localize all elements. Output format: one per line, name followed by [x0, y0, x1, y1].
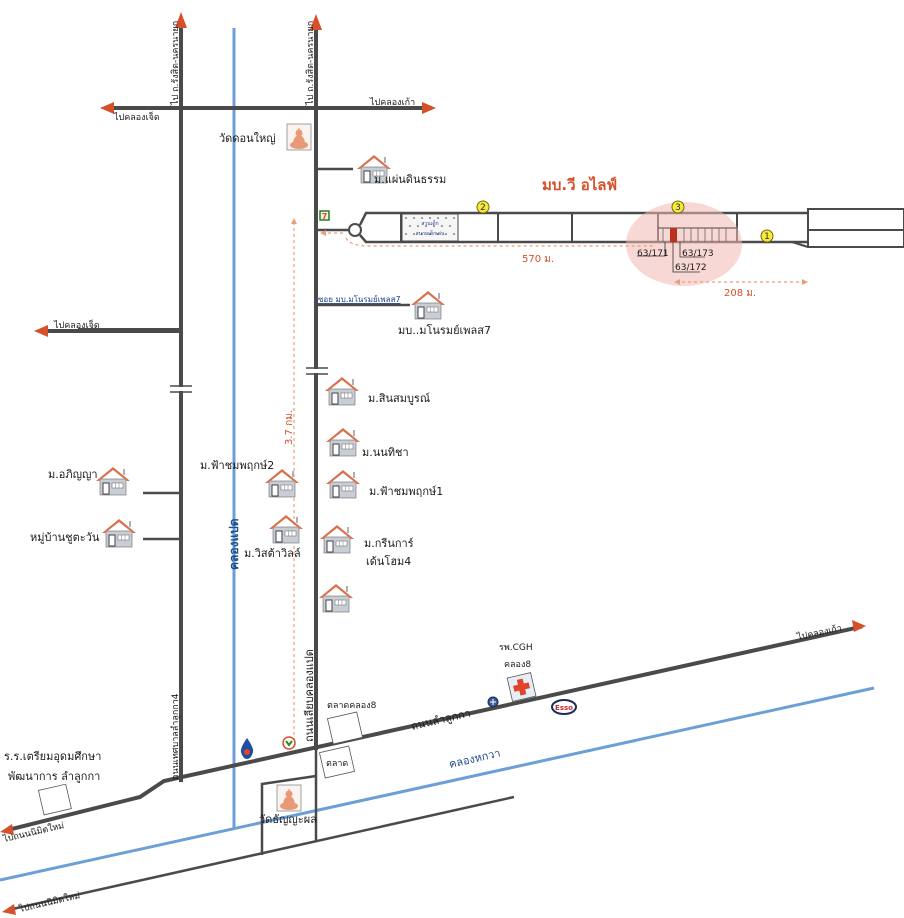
village-label-vista: ม.วิสต้าวิลล์ [244, 547, 301, 560]
svg-text:3: 3 [675, 203, 681, 213]
distance-arrow-3-7km [291, 218, 297, 224]
canal-label-khlong-hok-wa: คลองหกวา [448, 746, 502, 770]
playground-label-1: สวนเด็ก [421, 219, 438, 227]
playground-label-2: สนามเด็กเล่น [416, 229, 445, 237]
plot-row [658, 227, 737, 242]
road-left-north [78, 20, 183, 332]
house-icon-fachom-1 [325, 469, 361, 499]
distance-570-label: 570 ม. [522, 254, 554, 265]
plot-173-leader [679, 242, 705, 258]
direction-label-khlong9-top: ไปคลองเก้า [369, 97, 415, 108]
road-temple-compound [260, 774, 317, 855]
village-label-monrose: มบ..มโนรมย์เพลส7 [398, 323, 491, 337]
buddha-icon-wat-don-yai [286, 123, 312, 151]
direction-label-khlong9-bottom: ไปคลองเก้า [795, 623, 842, 643]
plot-172-leader [672, 242, 700, 273]
svg-text:7: 7 [322, 212, 328, 221]
house-icon-vista [268, 514, 304, 544]
svg-text:1: 1 [764, 232, 770, 242]
village-label-green-1: ม.กรีนการ์ [364, 537, 414, 550]
playground-dots [405, 217, 455, 235]
road-lam-luk-ka [5, 624, 863, 833]
hospital-icon [506, 672, 537, 702]
arrow-west-lamlukka [0, 824, 14, 835]
village-label-green-2: เด้นโฮม4 [366, 554, 411, 568]
plot-171-leader [637, 242, 666, 257]
direction-label-nimit-mai-2: ไปถนนนิมิตใหม่ [17, 890, 81, 915]
svg-text:2: 2 [480, 203, 486, 213]
distance-line-570 [322, 232, 656, 247]
village-label-apinya: ม.อภิญญา [48, 468, 98, 481]
village-label-chutawan: หมู่บ้านชูตะวัน [30, 531, 100, 544]
distance-3-7km-label: 3.7 กม. [284, 410, 295, 445]
road-label-liap-khlong-8: ถนนเลียบคลองแปด [303, 649, 316, 742]
kbank-icon [282, 736, 296, 750]
school-box [37, 783, 72, 816]
target-highlight [626, 202, 742, 286]
house-icon-sinsombun [324, 376, 360, 406]
marker-1: 1 [760, 229, 774, 243]
marker-3: 3 [671, 200, 685, 214]
house-icon-nonticha [325, 427, 361, 457]
arrow-west-mid [34, 325, 48, 337]
canal-khlong-hok-wa [0, 686, 875, 882]
market-khlong-8-label: ตลาดคลอง8 [327, 701, 377, 711]
plot-171-label: 63/171 [637, 249, 669, 259]
village-label-paendin: ม.แผ่นดินธรรม [374, 173, 446, 186]
market-box [318, 745, 356, 779]
direction-label-rangsit-right: ไป ถ.รังสิต-นครนายก [305, 21, 316, 106]
buddha-icon-wat-thanyaphon [276, 784, 302, 812]
village-label-sinsombun: ม.สินสมบูรณ์ [368, 392, 430, 405]
house-icon-green [319, 524, 355, 554]
school-label-1: ร.ร.เตรียมอุดมศึกษา [4, 750, 101, 763]
plot-173-label: 63/173 [682, 249, 714, 259]
direction-label-khlong7-mid: ไปคลองเจ็ด [53, 318, 100, 331]
school-label-2: พัฒนาการ ลำลูกกา [8, 770, 100, 783]
arrow-west-bottom [2, 904, 16, 915]
target-plot [670, 228, 677, 242]
house-icon-chutawan [101, 518, 137, 548]
market-label: ตลาด [326, 759, 348, 769]
market-khlong-8-box [326, 711, 364, 745]
village-label-fachom-1: ม.ฟ้าชมพฤกษ์1 [369, 485, 443, 498]
svg-text:Esso: Esso [555, 704, 573, 712]
estate-end-block [791, 208, 904, 248]
ptt-gas-station-icon [240, 738, 254, 759]
roundabout [348, 223, 362, 237]
village-label-fachom-2: ม.ฟ้าชมพฤกษ์2 [200, 459, 274, 472]
bank-icon [487, 696, 499, 708]
road-label-lam-luk-ka: ถนนลำลูกกา [410, 707, 472, 733]
distance-arrow-208-right [802, 279, 808, 285]
estate-title: มบ.วี อไลฟ์ [542, 175, 617, 194]
distance-arrow-208-left [674, 279, 680, 285]
marker-2: 2 [476, 200, 490, 214]
arrow-east-bottom [852, 620, 866, 632]
arrow-west-top [100, 102, 114, 114]
canal-label-khlong-8: คลองแปด [227, 518, 241, 570]
wat-thanyaphon-label: วัดธัญญะผล [259, 813, 317, 826]
road-break-left [170, 385, 192, 393]
road-break-right [306, 367, 328, 375]
hospital-label-1: รพ.CGH [499, 643, 533, 653]
house-icon-unnamed [318, 583, 354, 613]
arrow-north-left [175, 12, 187, 28]
arrow-east-top [422, 102, 436, 114]
distance-arrow-570 [320, 230, 326, 236]
direction-label-rangsit-left: ไป ถ.รังสิต-นครนายก [170, 21, 181, 106]
village-label-nonticha: ม.นนทิชา [362, 446, 409, 459]
esso-logo-icon: Esso [551, 699, 577, 715]
hospital-label-2: คลอง8 [504, 660, 531, 670]
plot-172-label: 63/172 [675, 263, 707, 273]
direction-label-khlong7-top: ไปคลองเจ็ด [113, 110, 160, 123]
road-label-thetsaban-4: ถนนเทศบาลลำลูกกา4 [170, 693, 181, 780]
house-icon-monrose [410, 290, 446, 320]
house-icon-apinya [95, 466, 131, 496]
seven-eleven-icon: 7 [319, 210, 330, 221]
house-icon-fachom-2 [264, 468, 300, 498]
distance-208-label: 208 ม. [724, 288, 756, 299]
soi-monrose-label: ซอย มบ.มโนรมย์เพลส7 [318, 294, 401, 304]
arrow-north-right [310, 14, 322, 30]
wat-don-yai-label: วัดดอนใหญ่ [219, 132, 276, 145]
